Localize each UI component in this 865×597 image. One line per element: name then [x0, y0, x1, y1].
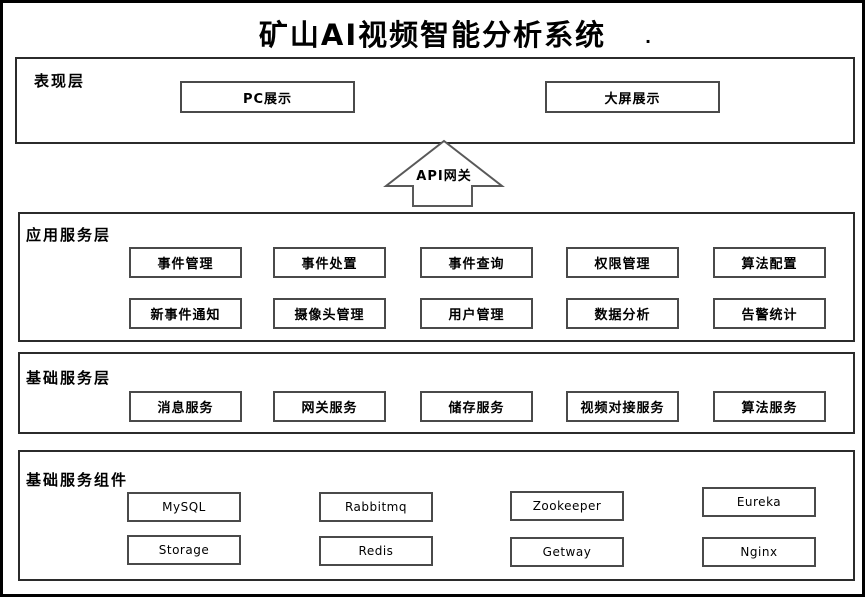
box-algorithm-service: 算法服务	[713, 391, 826, 422]
box-bigscreen-display: 大屏展示	[545, 81, 720, 113]
box-gateway-service: 网关服务	[273, 391, 386, 422]
box-event-handling: 事件处置	[273, 247, 386, 278]
layer-presentation: 表现层 PC展示 大屏展示	[15, 57, 855, 144]
box-alarm-statistics: 告警统计	[713, 298, 826, 329]
box-data-analysis: 数据分析	[566, 298, 679, 329]
box-getway: Getway	[510, 537, 624, 567]
box-redis: Redis	[319, 536, 433, 566]
layer-components: 基础服务组件 MySQL Rabbitmq Zookeeper Eureka S…	[18, 450, 855, 581]
box-storage: Storage	[127, 535, 241, 565]
box-permission-management: 权限管理	[566, 247, 679, 278]
layer-components-label: 基础服务组件	[26, 471, 129, 489]
up-arrow-shape	[383, 139, 505, 207]
box-pc-display: PC展示	[180, 81, 355, 113]
box-event-query: 事件查询	[420, 247, 533, 278]
api-gateway-label: API网关	[416, 169, 472, 184]
box-event-management: 事件管理	[129, 247, 242, 278]
layer-application: 应用服务层 事件管理 事件处置 事件查询 权限管理 算法配置 新事件通知 摄像头…	[18, 212, 855, 342]
box-message-service: 消息服务	[129, 391, 242, 422]
layer-presentation-label: 表现层	[34, 72, 86, 90]
layer-base-services: 基础服务层 消息服务 网关服务 储存服务 视频对接服务 算法服务	[18, 352, 855, 434]
box-user-management: 用户管理	[420, 298, 533, 329]
box-mysql: MySQL	[127, 492, 241, 522]
box-nginx: Nginx	[702, 537, 816, 567]
box-eureka: Eureka	[702, 487, 816, 517]
box-algorithm-config: 算法配置	[713, 247, 826, 278]
box-new-event-notification: 新事件通知	[129, 298, 242, 329]
api-gateway-arrow	[383, 139, 505, 207]
box-video-integration-service: 视频对接服务	[566, 391, 679, 422]
box-rabbitmq: Rabbitmq	[319, 492, 433, 522]
layer-base-services-label: 基础服务层	[26, 369, 112, 387]
box-camera-management: 摄像头管理	[273, 298, 386, 329]
box-storage-service: 储存服务	[420, 391, 533, 422]
box-zookeeper: Zookeeper	[510, 491, 624, 521]
layer-application-label: 应用服务层	[26, 226, 112, 244]
title-period: .	[645, 28, 652, 47]
system-title: 矿山AI视频智能分析系统	[258, 18, 607, 52]
